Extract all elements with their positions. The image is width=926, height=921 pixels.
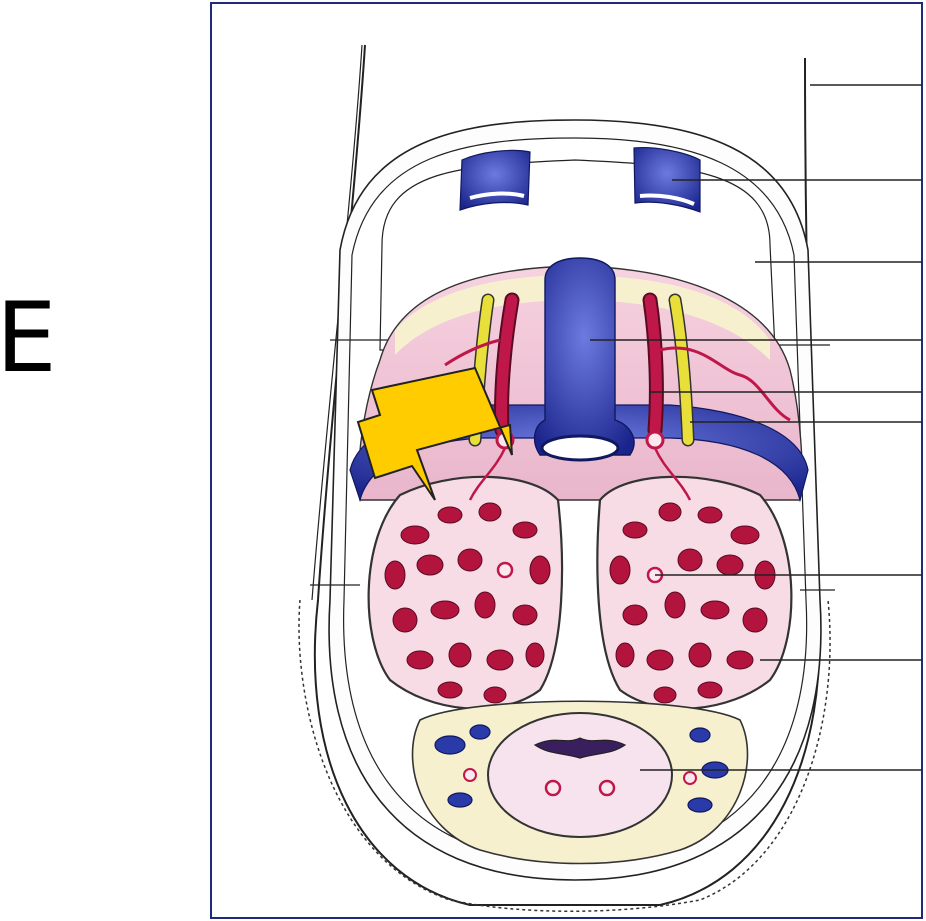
superficial-vein-left	[460, 150, 530, 210]
dorsal-artery-right-fill	[650, 300, 656, 430]
central-artery-left	[498, 563, 512, 577]
corpus-cavernosum-left	[369, 477, 562, 709]
bulbourethral-artery-left	[546, 781, 560, 795]
corpus-cavernosum-right	[597, 477, 791, 709]
bulbourethral-artery-right	[600, 781, 614, 795]
corpus-spongiosum	[488, 713, 672, 837]
deep-dorsal-vein-lumen	[542, 436, 618, 460]
cavernous-artery-right	[647, 432, 663, 448]
